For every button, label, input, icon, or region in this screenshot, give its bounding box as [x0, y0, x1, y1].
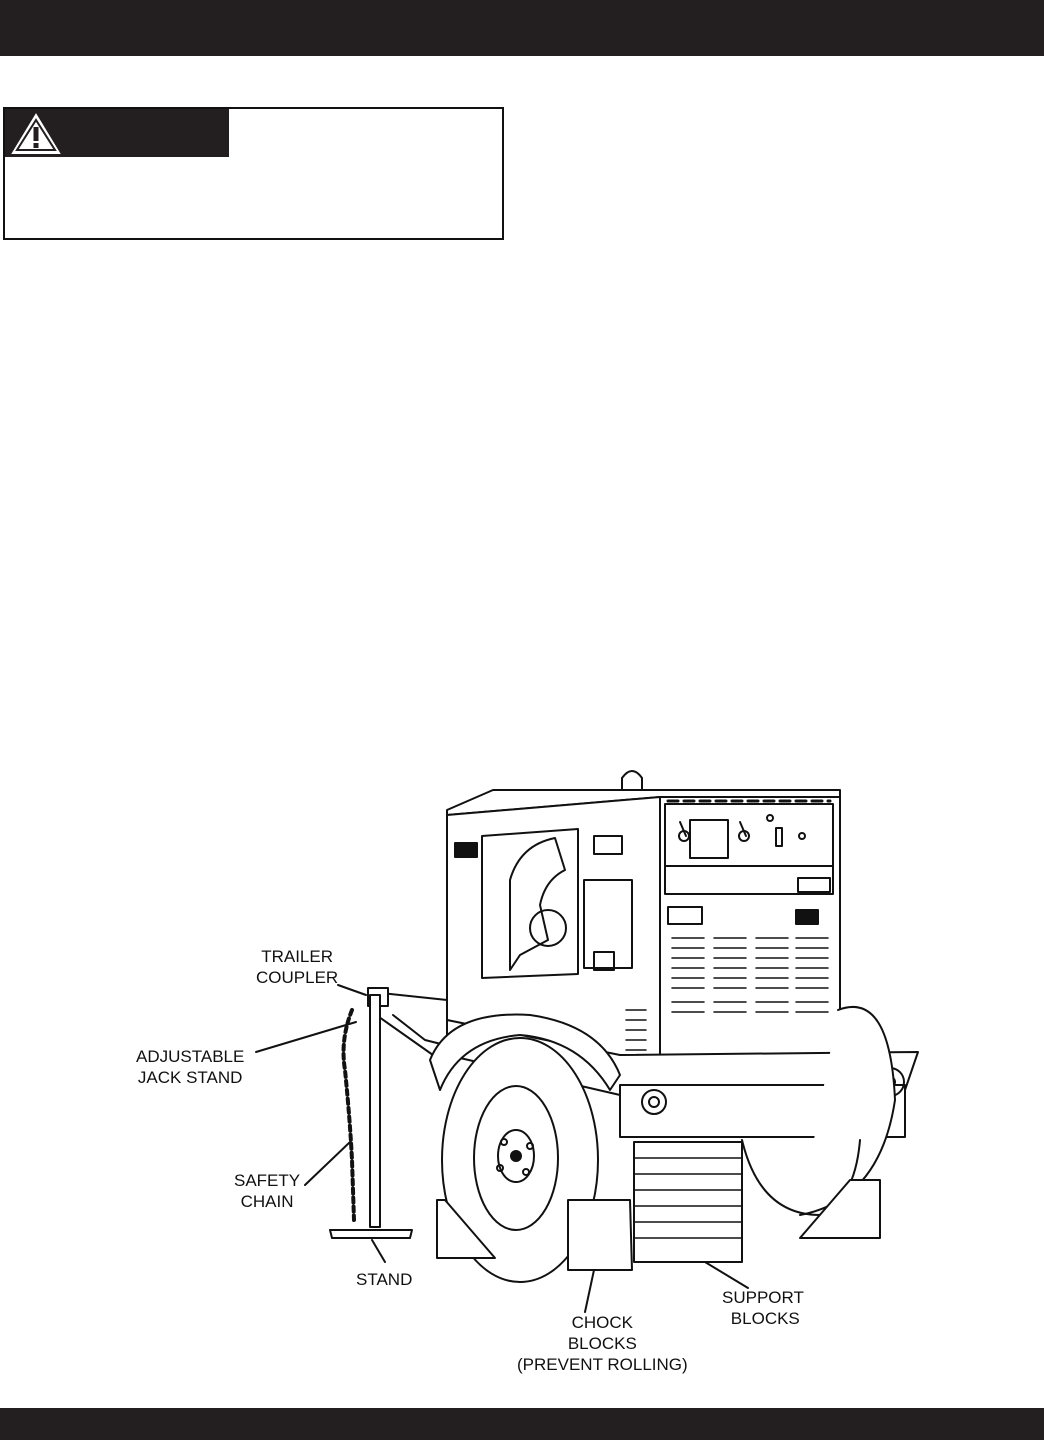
- label-trailer-coupler: TRAILER COUPLER: [256, 947, 339, 987]
- page-header-bar: [0, 0, 1044, 56]
- warning-triangle-icon: [11, 113, 61, 154]
- label-safety-chain: SAFETY CHAIN: [234, 1171, 301, 1211]
- label-chock-blocks: CHOCK BLOCKS (PREVENT ROLLING): [517, 1313, 688, 1374]
- label-stand: STAND: [356, 1270, 413, 1289]
- label-support-blocks: SUPPORT BLOCKS: [722, 1288, 804, 1328]
- warning-box: [3, 107, 504, 240]
- label-adjustable-jack-stand: ADJUSTABLE JACK STAND: [136, 1047, 245, 1087]
- page-footer-bar: [0, 1408, 1044, 1440]
- warning-header: [5, 109, 229, 157]
